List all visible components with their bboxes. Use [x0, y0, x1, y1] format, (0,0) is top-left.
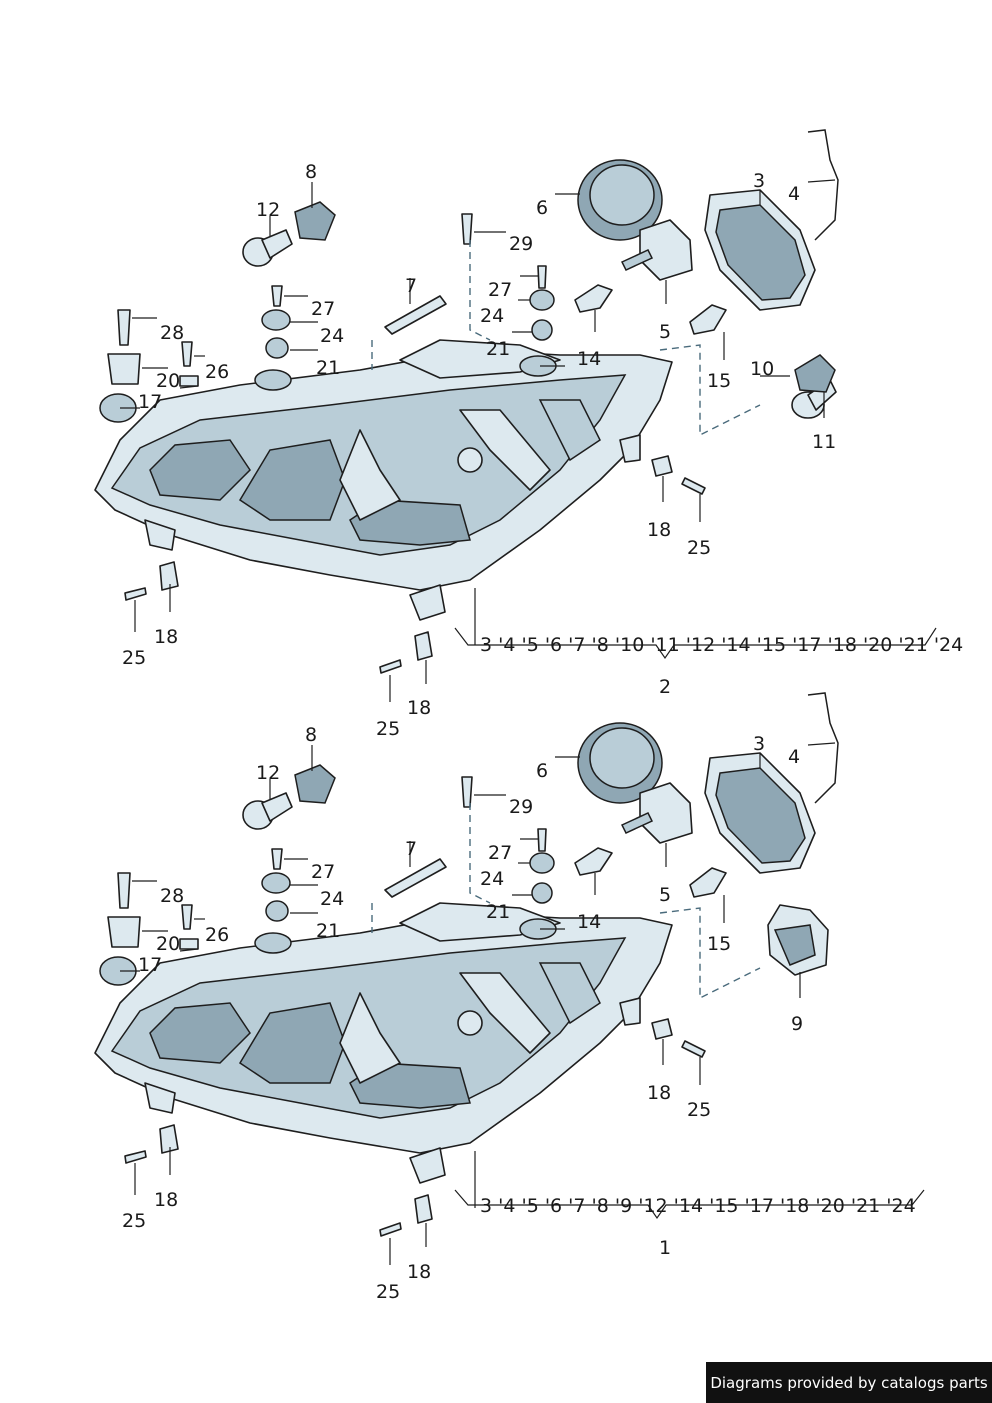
callout-3: 3 — [753, 170, 765, 192]
callout-24-left: 24 — [320, 325, 344, 347]
callout-18-right: 18 — [647, 519, 671, 541]
callout-18-bottom: 18 — [407, 697, 431, 719]
bulb-12 — [242, 229, 293, 267]
callout-20: 20 — [156, 370, 180, 392]
callout-18-bottom: 18 — [407, 1261, 431, 1283]
group-parts-label: 3 '4 '5 '6 '7 '8 '10 '11 '12 '14 '15 '17… — [480, 634, 963, 656]
callout-24-right: 24 — [480, 305, 504, 327]
socket-8 — [294, 201, 336, 241]
callout-21-left: 21 — [316, 920, 340, 942]
lamp-housing-5 — [620, 782, 693, 844]
catalog-credit-text: Diagrams provided by catalogs parts — [710, 1373, 988, 1392]
callout-8: 8 — [305, 724, 317, 746]
callout-25-right: 25 — [687, 537, 711, 559]
callout-12: 12 — [256, 762, 280, 784]
callout-21-right: 21 — [486, 338, 510, 360]
bulb-14 — [574, 284, 613, 313]
callout-29: 29 — [509, 233, 533, 255]
callout-25-left: 25 — [122, 1210, 146, 1232]
callout-9: 9 — [791, 1013, 803, 1035]
callout-27-left: 27 — [311, 861, 335, 883]
callout-25-bottom: 25 — [376, 718, 400, 740]
callout-14: 14 — [577, 911, 601, 933]
callout-25-left: 25 — [122, 647, 146, 669]
callout-15: 15 — [707, 933, 731, 955]
callout-24-right: 24 — [480, 868, 504, 890]
socket-8 — [294, 764, 336, 804]
callout-8: 8 — [305, 161, 317, 183]
callout-21-left: 21 — [316, 357, 340, 379]
callout-7: 7 — [405, 838, 417, 860]
upper-assembly: 8 12 6 3 4 29 7 27 24 21 28 26 20 17 14 … — [94, 129, 963, 740]
callout-18-left: 18 — [154, 1189, 178, 1211]
group-number: 1 — [659, 1237, 671, 1259]
callout-17: 17 — [138, 391, 162, 413]
control-unit-9 — [767, 904, 829, 976]
callout-10: 10 — [750, 358, 774, 380]
callout-18-left: 18 — [154, 626, 178, 648]
callout-25-right: 25 — [687, 1099, 711, 1121]
callout-11: 11 — [812, 431, 836, 453]
callout-5: 5 — [659, 884, 671, 906]
bulb-15 — [689, 304, 727, 335]
callout-26: 26 — [205, 361, 229, 383]
callout-14: 14 — [577, 348, 601, 370]
callout-6: 6 — [536, 197, 548, 219]
headlamp-cover-6 — [577, 722, 663, 804]
group-parts-label: 3 '4 '5 '6 '7 '8 '9 '12 '14 '15 '17 '18 … — [480, 1195, 916, 1217]
callout-21-right: 21 — [486, 901, 510, 923]
callout-24-left: 24 — [320, 888, 344, 910]
callout-28: 28 — [160, 322, 184, 344]
catalog-credit-banner: Diagrams provided by catalogs parts — [706, 1362, 992, 1403]
callout-27-right: 27 — [488, 842, 512, 864]
lower-assembly: 8 12 6 3 4 29 7 27 24 21 28 26 20 17 14 … — [94, 692, 925, 1303]
callout-6: 6 — [536, 760, 548, 782]
callout-5: 5 — [659, 321, 671, 343]
bulb-14 — [574, 847, 613, 876]
grille-cover-3 — [704, 752, 816, 874]
callout-7: 7 — [405, 275, 417, 297]
callout-28: 28 — [160, 885, 184, 907]
callout-25-bottom: 25 — [376, 1281, 400, 1303]
callout-29: 29 — [509, 796, 533, 818]
bulb-15 — [689, 867, 727, 898]
grille-cover-3 — [704, 189, 816, 311]
callout-18-right: 18 — [647, 1082, 671, 1104]
callout-27-right: 27 — [488, 279, 512, 301]
bulb-12 — [242, 792, 293, 830]
lamp-housing-5 — [620, 219, 693, 281]
callout-3: 3 — [753, 733, 765, 755]
callout-26: 26 — [205, 924, 229, 946]
wire-4 — [807, 692, 839, 804]
wire-4 — [807, 129, 839, 241]
callout-17: 17 — [138, 954, 162, 976]
bulb-10 — [791, 379, 837, 419]
callout-4: 4 — [788, 183, 800, 205]
callout-15: 15 — [707, 370, 731, 392]
group-number: 2 — [659, 676, 671, 698]
headlamp-cover-6 — [577, 159, 663, 241]
callout-4: 4 — [788, 746, 800, 768]
socket-11 — [794, 354, 836, 393]
callout-20: 20 — [156, 933, 180, 955]
callout-27-left: 27 — [311, 298, 335, 320]
callout-12: 12 — [256, 199, 280, 221]
